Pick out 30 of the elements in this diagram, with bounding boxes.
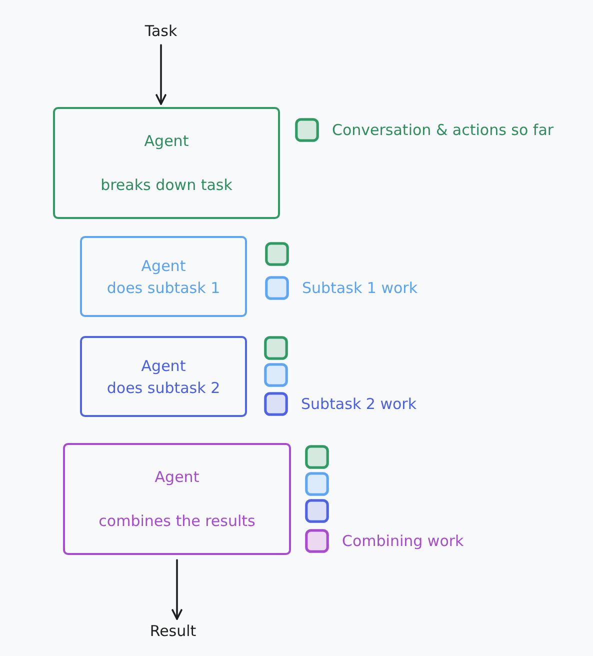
block-caption: Subtask 1 work: [302, 279, 418, 297]
agent-box: [53, 107, 280, 219]
block-caption: Conversation & actions so far: [332, 121, 554, 139]
block-icon: [305, 499, 329, 523]
block-icon: [264, 392, 288, 416]
block-icon: [295, 118, 319, 142]
block-icon: [265, 276, 289, 300]
agent-box: [80, 236, 247, 317]
arrow: [172, 559, 182, 620]
agent-box: [80, 336, 247, 417]
task-description: does subtask 2: [106, 378, 220, 396]
task-description: does subtask 1: [106, 278, 220, 296]
block-icon: [305, 529, 329, 553]
task-description: combines the results: [98, 512, 256, 530]
input-label: Task: [144, 22, 178, 40]
block-icon: [264, 363, 288, 387]
block-caption: Combining work: [342, 532, 464, 550]
agent-label: Agent: [144, 132, 189, 150]
agent-box: [63, 443, 291, 555]
agent-label: Agent: [154, 468, 200, 486]
block-icon: [265, 242, 289, 266]
block-icon: [264, 336, 288, 360]
output-label: Result: [150, 622, 196, 640]
agent-label: Agent: [141, 256, 186, 274]
task-description: breaks down task: [100, 176, 232, 194]
block-caption: Subtask 2 work: [301, 395, 417, 413]
block-icon: [305, 472, 329, 496]
agent-label: Agent: [141, 356, 186, 374]
block-icon: [305, 445, 329, 469]
arrow: [156, 44, 166, 105]
